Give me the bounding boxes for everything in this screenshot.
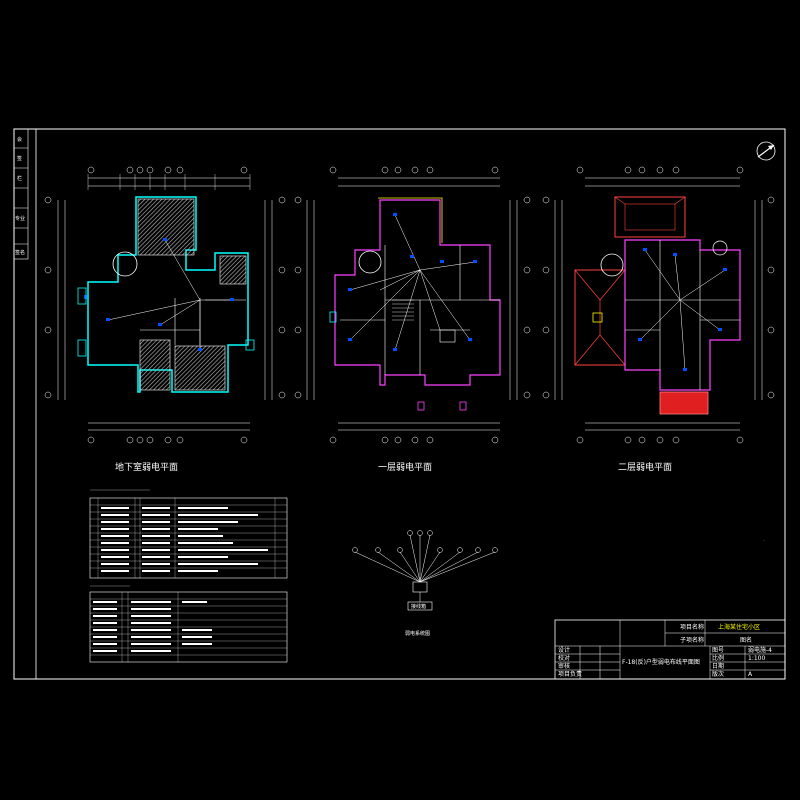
plan-basement: 地下室弱电平面 <box>44 166 286 473</box>
plan-floor2: 二层弱电平面 <box>542 166 775 473</box>
legend-table-2 <box>89 585 288 663</box>
tb-row-1-label: 校对 <box>558 654 570 662</box>
plan-floor1: 一层弱电平面 <box>294 166 531 473</box>
side-strip: 会 签 栏 专业 签名 <box>13 128 29 260</box>
tb-right-2-label: 日期 <box>712 662 724 670</box>
inner-frame <box>35 128 786 680</box>
system-diagram-caption: 弱电系统图 <box>405 630 430 637</box>
plan-basement-title: 地下室弱电平面 <box>115 461 178 473</box>
plan-floor2-title: 二层弱电平面 <box>618 461 672 473</box>
tb-right-1-label: 比例 <box>712 654 724 662</box>
tb-right-0-value: 弱电施-4 <box>748 646 772 654</box>
tb-row-3-label: 项目负责 <box>558 670 582 678</box>
tb-drawing-name: F-18(反)户型弱电布线平面图 <box>622 658 700 666</box>
system-diagram: 接线箱 弱电系统图 <box>352 530 498 637</box>
tb-row-0-label: 设计 <box>558 646 570 654</box>
tb-project-value: 上海某住宅小区 <box>718 623 760 631</box>
side-strip-0: 会 <box>17 136 22 143</box>
tb-right-0-label: 图号 <box>712 647 724 654</box>
plan-floor1-title: 一层弱电平面 <box>378 461 432 473</box>
side-strip-1: 签 <box>17 155 22 162</box>
tb-project-label: 项目名称 <box>680 623 704 631</box>
tb-right-3-label: 版次 <box>712 670 724 678</box>
tb-right-1-value: 1:100 <box>748 655 765 662</box>
side-strip-4: 专业 <box>15 215 25 222</box>
legend-table-1 <box>89 489 288 579</box>
tb-subitem-label: 子项名称 <box>680 636 704 644</box>
north-arrow-icon <box>756 141 776 161</box>
title-block: 项目名称 上海某住宅小区 子项名称 图名 F-18(反)户型弱电布线平面图 设计… <box>554 619 786 680</box>
tb-right-3-value: A <box>748 671 753 678</box>
tb-row-2-label: 审核 <box>558 662 570 670</box>
side-strip-2: 栏 <box>17 175 22 182</box>
tb-drawing-label: 图名 <box>740 636 752 644</box>
red-marker: . <box>763 536 765 543</box>
system-box-label: 接线箱 <box>411 603 426 610</box>
side-strip-6: 签名 <box>15 249 25 256</box>
